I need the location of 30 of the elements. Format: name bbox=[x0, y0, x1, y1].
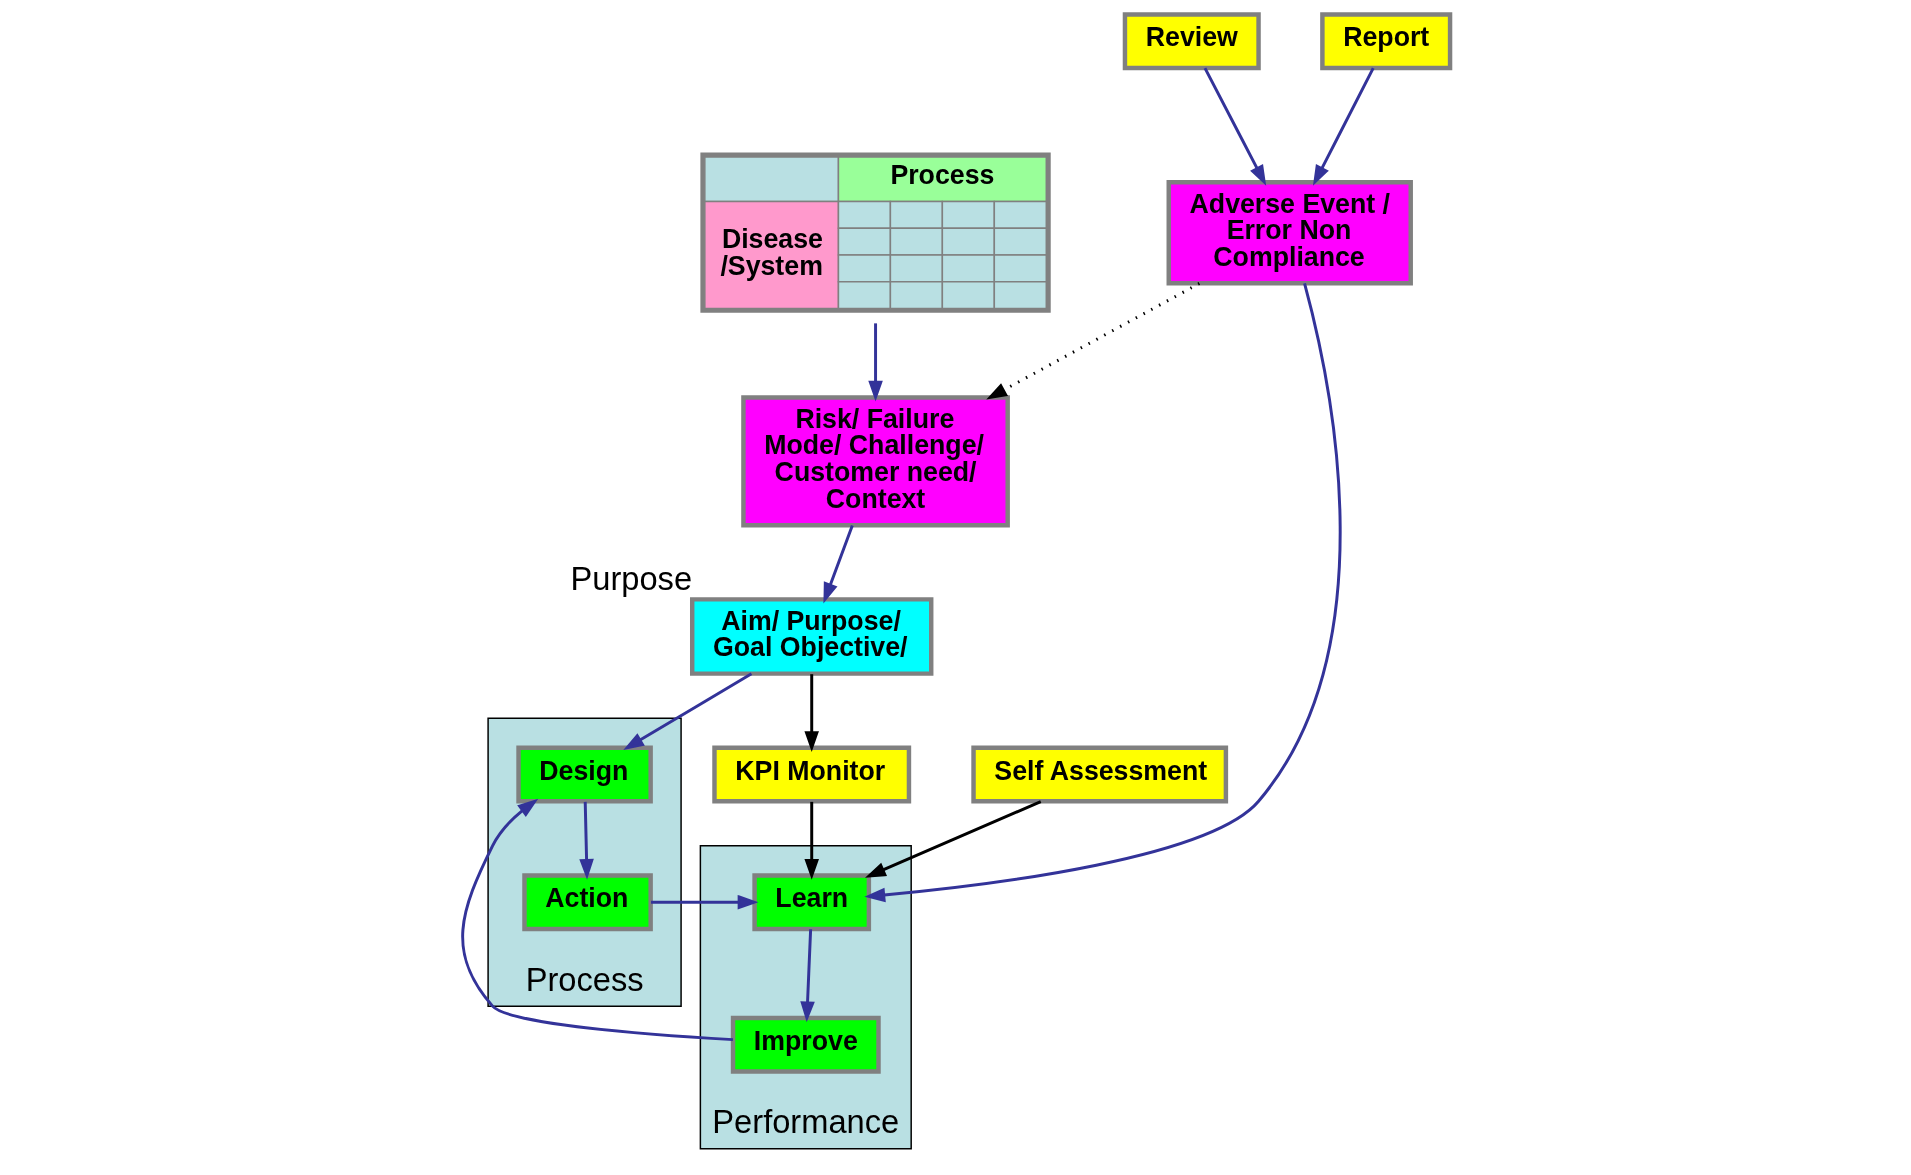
arrow bbox=[650, 894, 758, 910]
arrow bbox=[863, 282, 1342, 903]
node-box: Report bbox=[1319, 12, 1452, 71]
arrow bbox=[1312, 67, 1375, 186]
node-label: Purpose bbox=[569, 559, 692, 597]
arrow bbox=[803, 801, 819, 880]
node-box: Action bbox=[521, 873, 653, 932]
node-label: Process bbox=[525, 960, 644, 998]
cluster bbox=[486, 717, 682, 1007]
cluster bbox=[699, 845, 912, 1150]
arrow bbox=[803, 674, 819, 752]
node-box: KPI Monitor bbox=[711, 745, 911, 804]
arrow bbox=[822, 524, 854, 604]
arrow bbox=[622, 672, 752, 751]
arrow bbox=[460, 798, 733, 1042]
node-label: Performance bbox=[711, 1103, 899, 1141]
node-box: Learn bbox=[751, 873, 871, 932]
node-box: Aim/ Purpose/ Goal Objective/ bbox=[689, 597, 933, 676]
arrow bbox=[1203, 67, 1266, 186]
node-box: Improve bbox=[730, 1015, 881, 1074]
node-box: Review bbox=[1122, 12, 1261, 71]
arrow bbox=[985, 282, 1200, 400]
arrow bbox=[867, 323, 883, 402]
node-box: Self Assessment bbox=[970, 745, 1228, 804]
node-box: Design bbox=[515, 745, 653, 804]
node-box: Adverse Event / Error Non Compliance bbox=[1166, 180, 1413, 286]
node-box: Risk/ Failure Mode/ Challenge/ Customer need/ Context bbox=[740, 395, 1010, 528]
arrow bbox=[799, 929, 815, 1023]
arrow bbox=[578, 801, 594, 880]
arrow bbox=[864, 800, 1041, 878]
